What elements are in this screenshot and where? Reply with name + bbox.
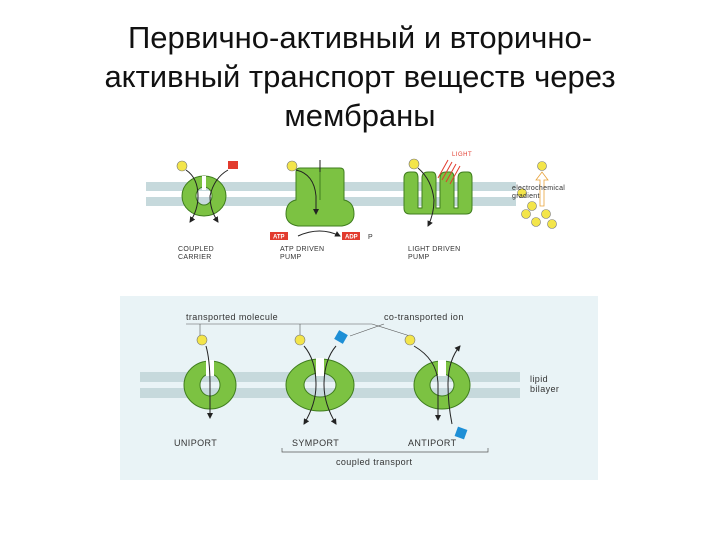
atp-pump-label-2: PUMP <box>280 254 301 261</box>
antiport-label: ANTIPORT <box>408 438 457 448</box>
transported-molecule-label: transported molecule <box>186 312 278 322</box>
light-pump-label-2: PUMP <box>408 254 429 261</box>
uniport-label: UNIPORT <box>174 438 217 448</box>
bottom-panel: transported molecule co-transported ion … <box>120 296 598 480</box>
adp-tag-text: ADP <box>345 235 358 241</box>
co-transported-ion-label: co-transported ion <box>384 312 464 322</box>
carrier-channel-gap <box>202 176 206 190</box>
coupled-transport-label: coupled transport <box>336 457 412 467</box>
molecule-dot <box>405 335 415 345</box>
symport-label: SYMPORT <box>292 438 339 448</box>
atp-driven-pump: ATP ADP P ATP DRIVEN PUMP <box>270 160 373 261</box>
coupled-carrier: COUPLED CARRIER <box>177 161 238 261</box>
light-pump-label-1: LIGHT DRIVEN <box>408 246 460 253</box>
molecule-dot <box>409 159 419 169</box>
molecule-dot <box>287 161 297 171</box>
coupled-ion-square <box>228 161 238 169</box>
light-label: LIGHT <box>452 152 472 158</box>
molecule-dot <box>177 161 187 171</box>
electrochemical-gradient: electrochemical gradient <box>512 162 565 229</box>
gradient-label-2: gradient <box>512 193 540 200</box>
lipid-bilayer-label-2: bilayer <box>530 384 559 394</box>
atp-pump-label-1: ATP DRIVEN <box>280 246 324 253</box>
lipid-bilayer-label-1: lipid <box>530 374 548 384</box>
atp-tag-text: ATP <box>273 235 285 241</box>
gradient-label-1: electrochemical <box>512 185 565 192</box>
coupled-carrier-label-2: CARRIER <box>178 254 212 261</box>
molecule-dot <box>197 335 207 345</box>
light-driven-pump: LIGHT LIGHT DRIVEN PUMP <box>404 152 472 261</box>
p-label: P <box>368 234 373 241</box>
molecule-dot <box>295 335 305 345</box>
top-panel: COUPLED CARRIER ATP ADP P ATP DRIVEN PUM… <box>146 152 565 261</box>
coupled-carrier-label-1: COUPLED <box>178 246 214 253</box>
